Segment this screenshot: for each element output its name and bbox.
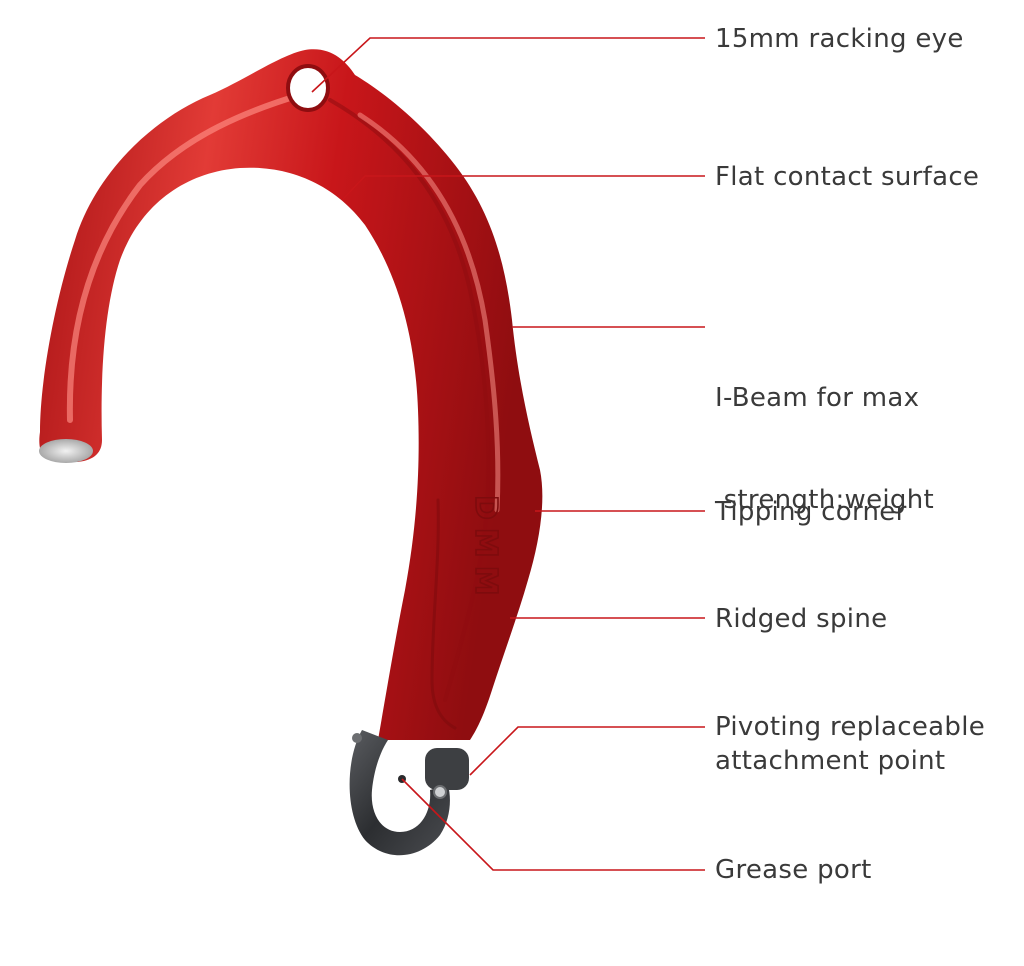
hook-inner-ridge xyxy=(328,98,491,702)
label-racking-eye: 15mm racking eye xyxy=(715,22,964,56)
label-ibeam-line2: strength:weight xyxy=(715,485,934,515)
pivot-attachment xyxy=(349,730,469,856)
label-tipping-corner-text: Tipping corner xyxy=(715,497,907,527)
label-ibeam: I-Beam for max strength:weight xyxy=(715,313,934,551)
label-ibeam-line1: I-Beam for max xyxy=(715,383,920,413)
hook-highlight xyxy=(66,92,303,423)
brand-mark: DMM xyxy=(468,495,503,604)
label-ridged-spine: Ridged spine xyxy=(715,602,887,636)
pivot-knuckle xyxy=(425,748,469,790)
hook-tool: DMM xyxy=(39,49,543,740)
tip-cap xyxy=(39,439,93,463)
label-pivoting: Pivoting replaceable attachment point xyxy=(715,710,985,778)
label-flat-contact-text: Flat contact surface xyxy=(715,162,980,192)
label-grease-port: Grease port xyxy=(715,853,872,887)
leader-pivoting xyxy=(469,726,705,776)
label-grease-port-text: Grease port xyxy=(715,855,872,885)
label-pivoting-line2: attachment point xyxy=(715,746,946,776)
label-ridged-spine-text: Ridged spine xyxy=(715,604,888,634)
pivot-screw xyxy=(433,785,447,799)
hook-spine-sheen xyxy=(357,112,501,513)
label-racking-eye-text: 15mm racking eye xyxy=(715,24,964,54)
racking-eye-hole xyxy=(286,64,330,112)
label-flat-contact: Flat contact surface xyxy=(715,160,979,194)
hook-body xyxy=(39,49,543,740)
label-tipping-corner: Tipping corner xyxy=(715,495,907,529)
leader-flat-contact xyxy=(342,175,705,200)
label-pivoting-line1: Pivoting replaceable xyxy=(715,712,986,742)
leader-grease-port xyxy=(401,778,705,871)
hook-groove xyxy=(430,498,457,730)
leader-lines xyxy=(311,37,705,871)
pivot-side-bolt xyxy=(352,733,362,743)
pivot-shackle xyxy=(349,730,450,856)
leader-racking-eye xyxy=(311,37,705,93)
